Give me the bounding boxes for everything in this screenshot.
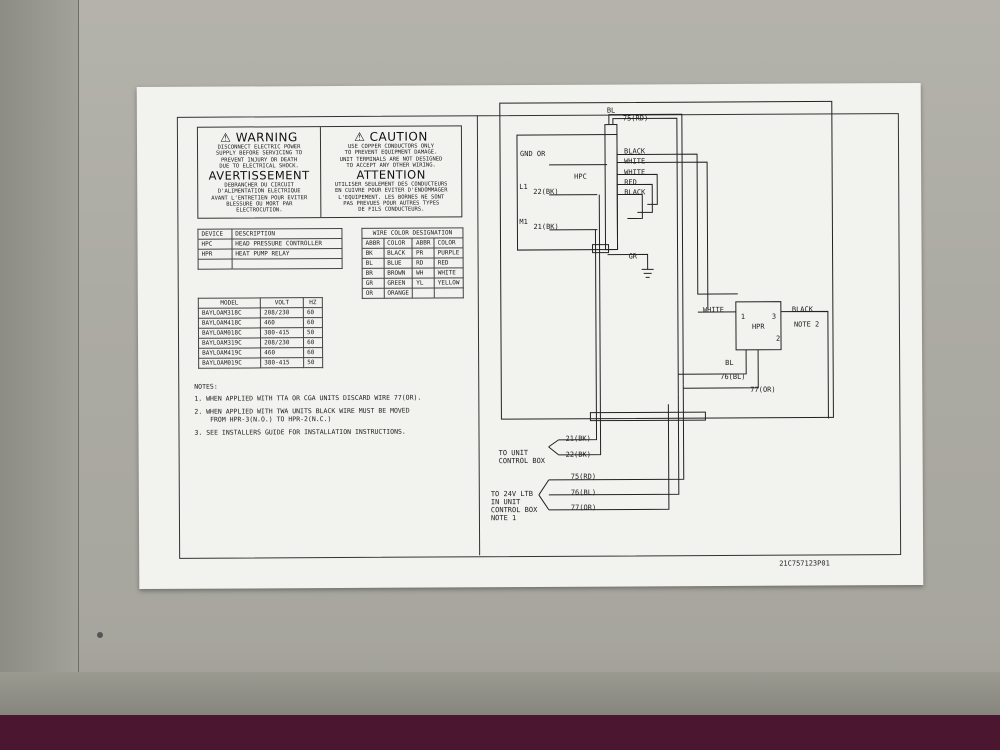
label-to-unit-1: TO UNIT (498, 449, 529, 458)
label-bl-top: BL (606, 106, 616, 115)
hpc-terminal-strip (604, 124, 619, 251)
label-24v-2: IN UNIT (490, 498, 521, 507)
label-24v-3: CONTROL BOX (490, 505, 538, 515)
wire-white (617, 161, 709, 310)
label-gr: GR (628, 252, 638, 261)
wiring-schematic (499, 100, 834, 511)
wire-black-hpr (780, 310, 829, 419)
bracket-unit (548, 439, 559, 456)
ground-symbol (641, 268, 654, 278)
label-76bl: 76(BL) (720, 372, 746, 382)
label-21bk: 21(BK) (533, 222, 559, 231)
wire-75-out (548, 384, 685, 481)
label-76bl-b: 76(BL) (570, 488, 597, 497)
label-pin-3: 3 (771, 312, 777, 321)
label-black-1: BLACK (624, 147, 646, 156)
wire-red (617, 183, 653, 213)
label-gnd-or: GND OR (520, 149, 546, 159)
screw-hole (97, 632, 103, 638)
label-red: RED (624, 178, 637, 187)
wire-76 (678, 349, 747, 375)
background-floor (0, 715, 1000, 750)
label-pin-1: 1 (740, 312, 746, 321)
wire-22-drop (558, 194, 602, 456)
cabinet-door-edge (0, 0, 79, 700)
enclosure-outline (499, 100, 834, 420)
label-24v-1: TO 24V LTB (490, 489, 534, 499)
label-white-hpr: WHITE (702, 305, 724, 315)
label-black-hpr: BLACK (791, 305, 813, 314)
wire-bl (612, 117, 679, 395)
wire-black-2 (617, 193, 643, 219)
wire-gr (607, 253, 649, 270)
label-22bk: 22(BK) (533, 187, 559, 196)
wire-21-drop (558, 229, 598, 441)
label-75rd-b: 75(RD) (570, 472, 597, 481)
label-21bk-b: 21(BK) (565, 434, 591, 443)
label-77or: 77(OR) (750, 385, 776, 394)
wire-77-out (548, 404, 670, 511)
label-white-1: WHITE (624, 157, 646, 166)
conduit-grommet (589, 411, 706, 422)
label-bl-hpr: BL (725, 358, 734, 367)
wire-black (617, 153, 738, 295)
label-m1: M1 (519, 218, 528, 227)
part-number: 21C757123P01 (779, 559, 830, 568)
wire-75-rd (608, 113, 684, 385)
label-77or-b: 77(OR) (570, 503, 597, 512)
wire-76-out (548, 394, 680, 496)
wire-77 (683, 349, 759, 389)
grommet (592, 244, 610, 254)
label-hpr: HPR (751, 322, 765, 331)
label-22bk-b: 22(BK) (565, 450, 591, 459)
label-black-2: BLACK (624, 188, 646, 197)
label-75rd-top: 75(RD) (622, 114, 649, 123)
label-24v-4: NOTE 1 (490, 514, 517, 523)
label-to-unit-2: CONTROL BOX (498, 456, 546, 466)
label-l1: L1 (519, 183, 528, 192)
wiring-diagram-label: ⚠ WARNING DISCONNECT ELECTRIC POWER SUPP… (136, 82, 924, 590)
label-note-2: NOTE 2 (793, 320, 820, 329)
label-pin-2: 2 (775, 334, 781, 343)
bracket-ltb (538, 479, 550, 511)
label-white-2: WHITE (624, 168, 646, 177)
label-hpc: HPC (574, 172, 587, 181)
